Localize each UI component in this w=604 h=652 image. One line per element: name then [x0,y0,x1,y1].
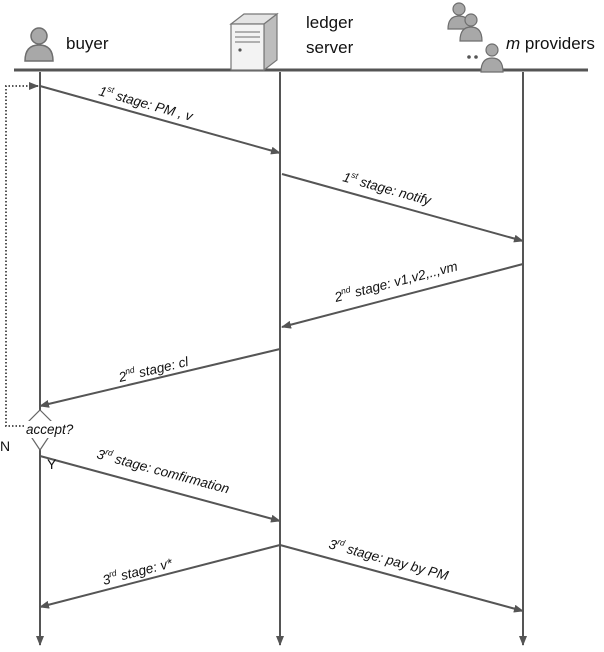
server-label-line1: ledger [306,13,354,32]
message-label-1: 1st stage: PM , v [97,82,196,125]
arrow-buyer-to-server-1 [39,85,281,155]
providers-count-symbol: m [506,34,521,53]
arrow-buyer-to-server-3 [39,455,281,523]
arrow-server-to-buyer-3 [39,544,281,609]
message-label-7: 3rd stage: pay by PM [327,534,451,583]
arrow-server-to-providers-3 [279,544,524,613]
decision-label: accept? [26,422,74,437]
arrow-server-to-providers-1 [281,173,524,243]
branch-no-label: N [0,438,10,454]
arrow-providers-to-server-2 [281,263,524,329]
message-label-4: 2nd stage: cl [116,352,191,385]
providers-label: m providers [506,33,595,55]
message-label-2: 1st stage: notify [341,168,434,209]
user-icon [24,27,54,62]
server-label-line2: server [306,38,354,57]
arrow-server-to-buyer-2 [39,348,281,408]
no-loop-arrow [5,82,39,427]
user-group-icon [447,2,504,73]
providers-label-text: providers [520,34,595,53]
branch-yes-label: Y [47,456,57,472]
buyer-label: buyer [66,34,109,53]
server-icon [229,12,279,72]
decision-label-bg [24,421,82,438]
